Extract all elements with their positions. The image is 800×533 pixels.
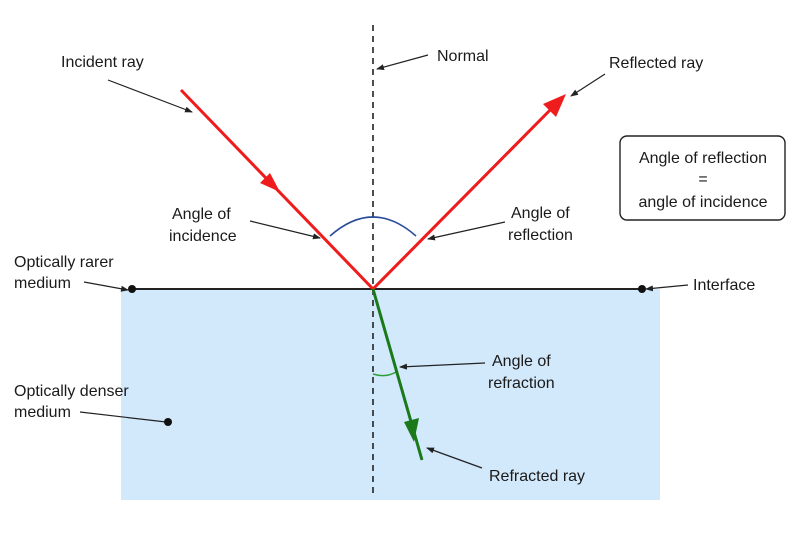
reflected-ray (371, 98, 562, 291)
leader-angle-incidence (249, 220, 321, 240)
reflected-arrowhead (543, 94, 566, 117)
label-angle-reflection-line2: reflection (508, 227, 573, 244)
law-box (619, 135, 786, 221)
refracted-arrowhead (404, 418, 419, 442)
law-box-line2: = (698, 171, 707, 188)
label-incident-ray: Incident ray (61, 54, 144, 71)
refraction-arc (372, 371, 397, 377)
label-angle-incidence-line1: Angle of (172, 206, 231, 223)
label-angle-incidence-line2: incidence (169, 228, 237, 245)
leader-refracted-ray (426, 447, 483, 469)
law-box-line1: Angle of reflection (639, 150, 767, 167)
label-rarer-medium-line1: Optically rarer (14, 254, 114, 271)
label-denser-medium-line2: medium (14, 404, 71, 421)
leader-interface (645, 284, 689, 292)
leader-angle-reflection (427, 221, 506, 241)
label-refracted-ray: Refracted ray (489, 468, 585, 485)
label-angle-refraction-line2: refraction (488, 375, 555, 392)
leader-normal (376, 54, 429, 71)
leader-denser-medium (79, 411, 167, 423)
denser-medium-point (164, 418, 172, 426)
leader-reflected-ray (570, 73, 606, 97)
label-rarer-medium-line2: medium (14, 275, 71, 292)
leader-incident-ray (107, 79, 193, 113)
leader-rarer-medium (83, 281, 129, 292)
label-angle-reflection-line1: Angle of (511, 205, 570, 222)
interface-left-point (128, 285, 136, 293)
label-reflected-ray: Reflected ray (609, 55, 703, 72)
label-denser-medium-line1: Optically denser (14, 383, 129, 400)
label-angle-refraction-line1: Angle of (492, 353, 551, 370)
denser-medium-region (121, 289, 660, 500)
interface-right-point (638, 285, 646, 293)
leader-angle-refraction (399, 362, 486, 370)
law-box-line3: angle of incidence (639, 194, 768, 211)
label-normal: Normal (437, 48, 489, 65)
incidence-reflection-arc (329, 216, 417, 237)
incident-arrowhead (260, 173, 280, 192)
label-interface: Interface (693, 277, 755, 294)
